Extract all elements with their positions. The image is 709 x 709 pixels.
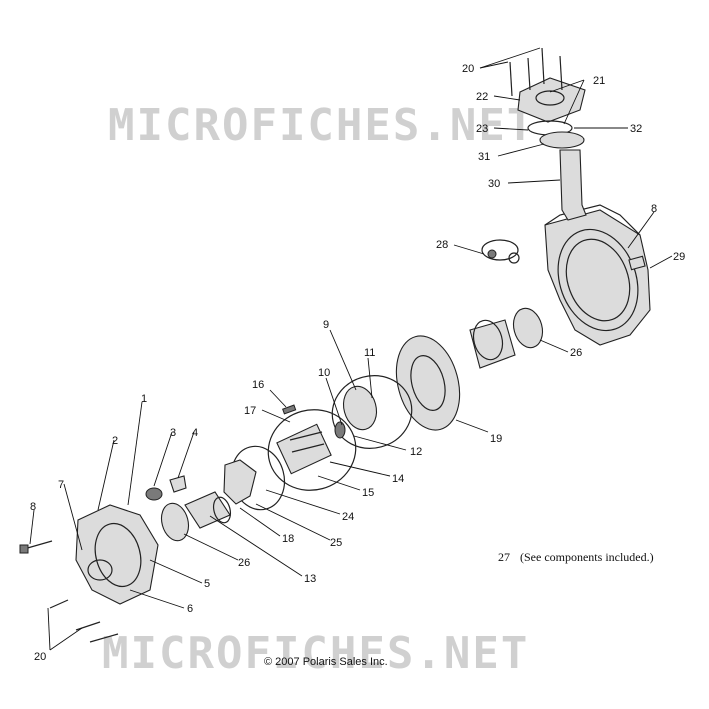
callout-10: 10 (318, 367, 330, 379)
copyright: © 2007 Polaris Sales Inc. (264, 656, 388, 668)
gear-case-housing (544, 204, 651, 346)
callout-13: 13 (304, 573, 316, 585)
callout-28: 28 (436, 239, 448, 251)
callout-18: 18 (282, 533, 294, 545)
callout-23: 23 (476, 123, 488, 135)
upper-bearing (539, 131, 585, 149)
leader-lines (29, 47, 673, 651)
callout-20-top: 20 (462, 63, 474, 75)
armature-assembly (331, 375, 413, 449)
roll-cage (267, 404, 357, 491)
callout-24: 24 (342, 511, 354, 523)
callout-5: 5 (204, 578, 210, 590)
bolt-20-a (49, 599, 69, 609)
bolt-8-head (19, 544, 29, 554)
watermark-bottom: MICROFICHES.NET (102, 628, 529, 679)
callout-22: 22 (476, 91, 488, 103)
callout-19: 19 (490, 433, 502, 445)
callout-4: 4 (192, 427, 198, 439)
upper-bearing-26 (512, 307, 544, 349)
callout-17: 17 (244, 405, 256, 417)
pinion-shaft (559, 149, 587, 221)
top-cover-plate (509, 47, 586, 123)
callout-9: 9 (323, 319, 329, 331)
callout-7: 7 (58, 479, 64, 491)
lower-bearing-26 (160, 502, 190, 542)
callouts: 20 21 22 23 32 31 30 8 29 28 26 19 9 11 … (30, 63, 685, 663)
callout-16: 16 (252, 379, 264, 391)
part-3 (145, 487, 163, 501)
callout-8-lower: 8 (30, 501, 36, 513)
output-hub (184, 491, 232, 529)
bolt-20-b (75, 621, 101, 631)
callout-32: 32 (630, 123, 642, 135)
callout-11: 11 (364, 347, 375, 359)
ring-sleeve (469, 319, 516, 369)
callout-14: 14 (392, 473, 404, 485)
callout-3: 3 (170, 427, 176, 439)
note-number: 27 (498, 550, 510, 564)
ring-gear (395, 335, 461, 431)
callout-12: 12 (410, 446, 422, 458)
note-text: (See components included.) (520, 550, 654, 564)
callout-31: 31 (478, 151, 490, 163)
callout-26-upper: 26 (570, 347, 582, 359)
callout-26-lower: 26 (238, 557, 250, 569)
callout-25: 25 (330, 537, 342, 549)
bolt-8-lower (23, 540, 53, 550)
callout-29: 29 (673, 251, 685, 263)
front-cover (75, 504, 159, 605)
bolt-20-c (89, 633, 119, 643)
part-4 (169, 475, 187, 493)
callout-21: 21 (593, 75, 605, 87)
callout-1: 1 (141, 393, 147, 405)
callout-6: 6 (187, 603, 193, 615)
callout-30: 30 (488, 178, 500, 190)
watermark-top: MICROFICHES.NET (108, 100, 535, 151)
callout-15: 15 (362, 487, 374, 499)
shim-set (481, 239, 520, 264)
callout-8-top: 8 (651, 203, 657, 215)
callout-2: 2 (112, 435, 118, 447)
callout-20-lower: 20 (34, 651, 46, 663)
